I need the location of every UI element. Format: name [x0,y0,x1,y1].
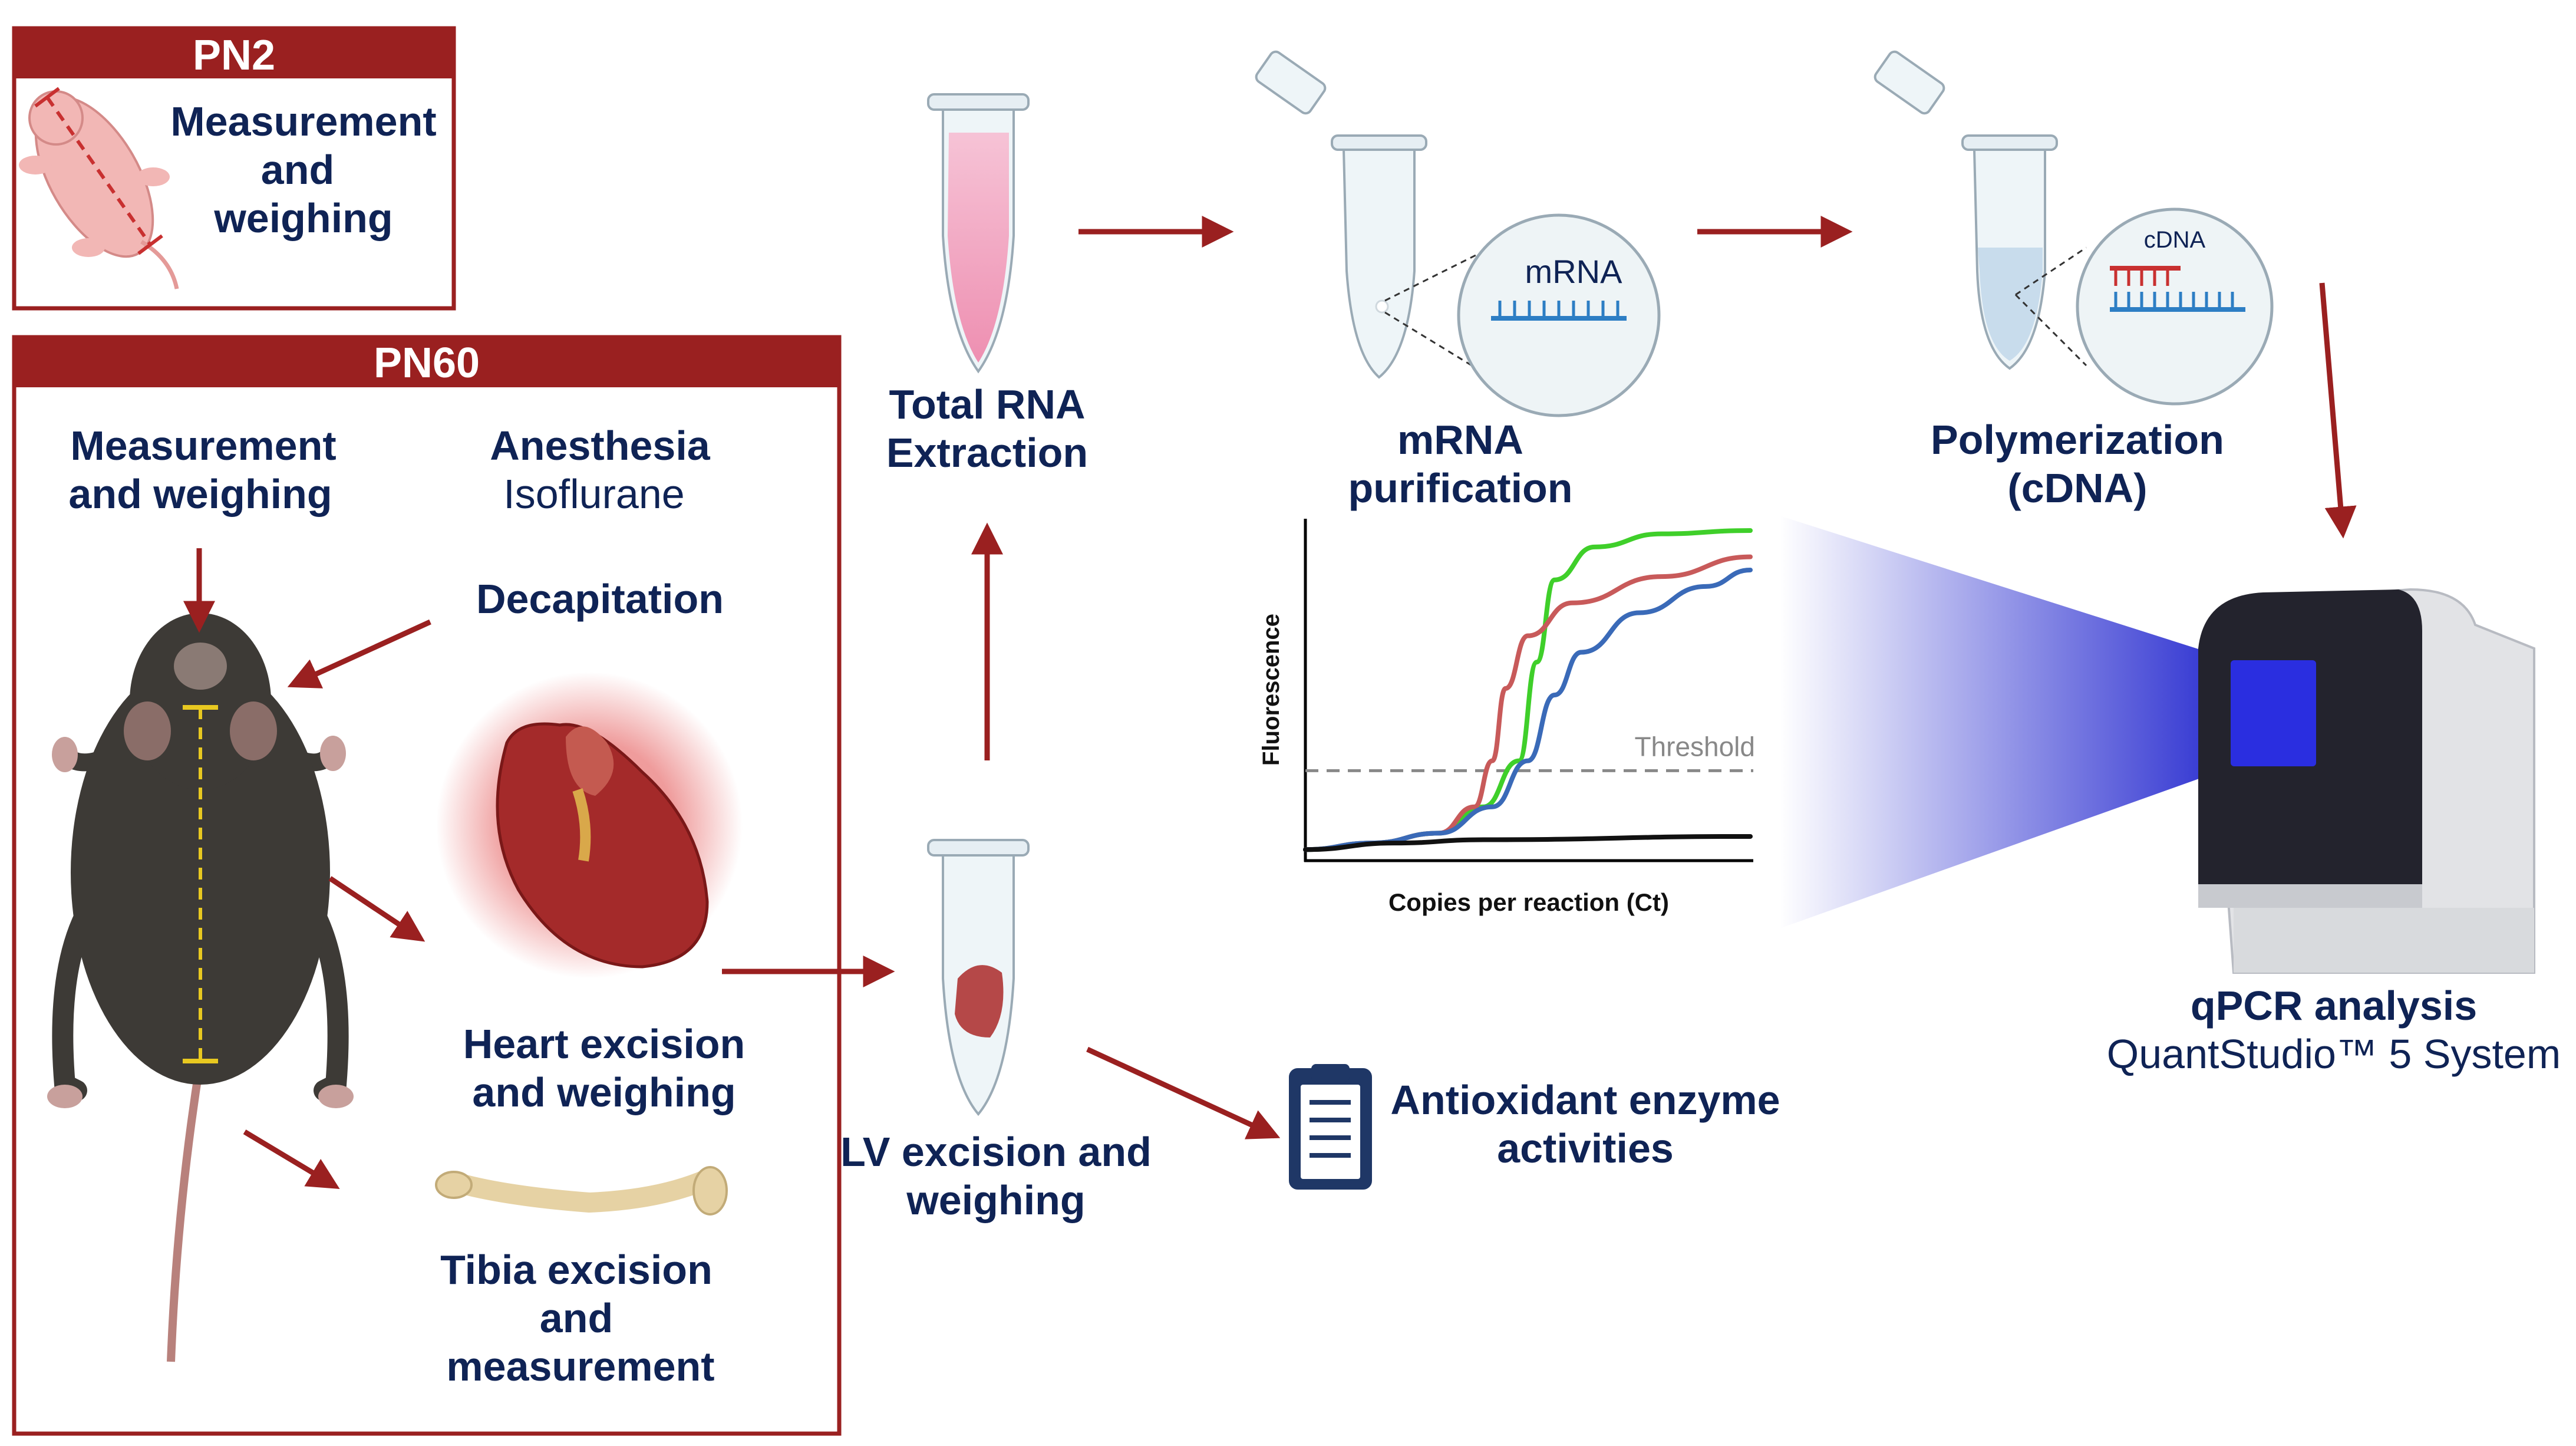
cdna-strand-icon [2114,268,2169,286]
pn60-panel: PN60 Measurement and weighing Anesthesia… [12,335,842,1436]
series-line-blue [1303,567,1753,852]
lv-line-2: weighing [906,1177,1085,1223]
mrna-line-2: purification [1348,465,1572,511]
cdna-bubble-label: cDNA [2144,227,2206,253]
total-rna-tube-icon [927,93,1030,374]
pn2-header: PN2 [193,32,275,79]
clipboard-icon [1289,1064,1372,1190]
lv-line-1: LV excision and [840,1129,1152,1175]
tibia-line-2: and [540,1295,613,1341]
series-line-green [1303,528,1753,852]
mrna-bubble: mRNA [1457,213,1661,417]
heart-icon [436,672,743,979]
x-axis-label: Copies per reaction (Ct) [1388,888,1669,916]
qpcr-instrument-icon [2198,588,2535,974]
pn2-panel: PN2 Measurement and weighing [12,26,456,311]
arrow-mouse-to-tibia [243,1129,340,1189]
chart-series [1303,528,1753,852]
total-rna-line-1: Total RNA [889,381,1085,427]
mouse-icon [47,613,354,1362]
tibia-bone-icon [435,1166,728,1216]
qpcr-title: qPCR analysis [2191,983,2477,1029]
arrow-lv-to-antioxidant [1086,1046,1281,1139]
qpcr-system: QuantStudio™ 5 System [2107,1031,2561,1077]
tibia-line-1: Tibia excision [440,1247,713,1293]
amplification-chart: Threshold Copies per reaction (Ct) Fluor… [1258,519,1755,916]
lv-tube-icon [927,839,1030,1116]
mrna-line-1: mRNA [1397,417,1523,463]
antioxidant-line-2: activities [1497,1125,1674,1171]
cdna-tube-icon [1874,50,2087,370]
cdna-bubble: cDNA [2076,207,2274,406]
anesthesia-title: Anesthesia [490,423,711,469]
mrna-bubble-label: mRNA [1525,253,1623,290]
series-line-black [1303,834,1753,852]
arrow-cdna-to-qpcr [2319,282,2357,539]
pn2-label-line-3: weighing [213,195,392,241]
y-axis-label: Fluorescence [1258,614,1284,766]
heart-line-1: Heart excision [463,1021,746,1067]
pn2-label-line-2: and [261,147,334,193]
heart-line-2: and weighing [472,1069,735,1115]
threshold-label: Threshold [1634,731,1755,762]
mrna-tube-icon [1255,50,1492,379]
pn60-measure-line-1: Measurement [70,423,336,469]
pn2-label-line-1: Measurement [170,98,436,144]
total-rna-line-2: Extraction [886,430,1088,476]
pup-icon [19,87,179,289]
arrow-mouse-to-heart [328,876,426,942]
polymerization-line-1: Polymerization [1931,417,2224,463]
pn60-header: PN60 [374,340,480,387]
anesthesia-agent: Isoflurane [503,471,684,517]
antioxidant-line-1: Antioxidant enzyme [1390,1077,1780,1123]
arrow-decapitation-to-mouse [287,619,431,689]
light-beam [1780,516,2234,928]
decapitation-label: Decapitation [476,576,724,622]
polymerization-line-2: (cDNA) [2007,465,2147,511]
pn60-measure-line-2: and weighing [68,471,332,517]
tibia-line-3: measurement [446,1343,714,1389]
mrna-strand-icon [1498,301,1620,318]
